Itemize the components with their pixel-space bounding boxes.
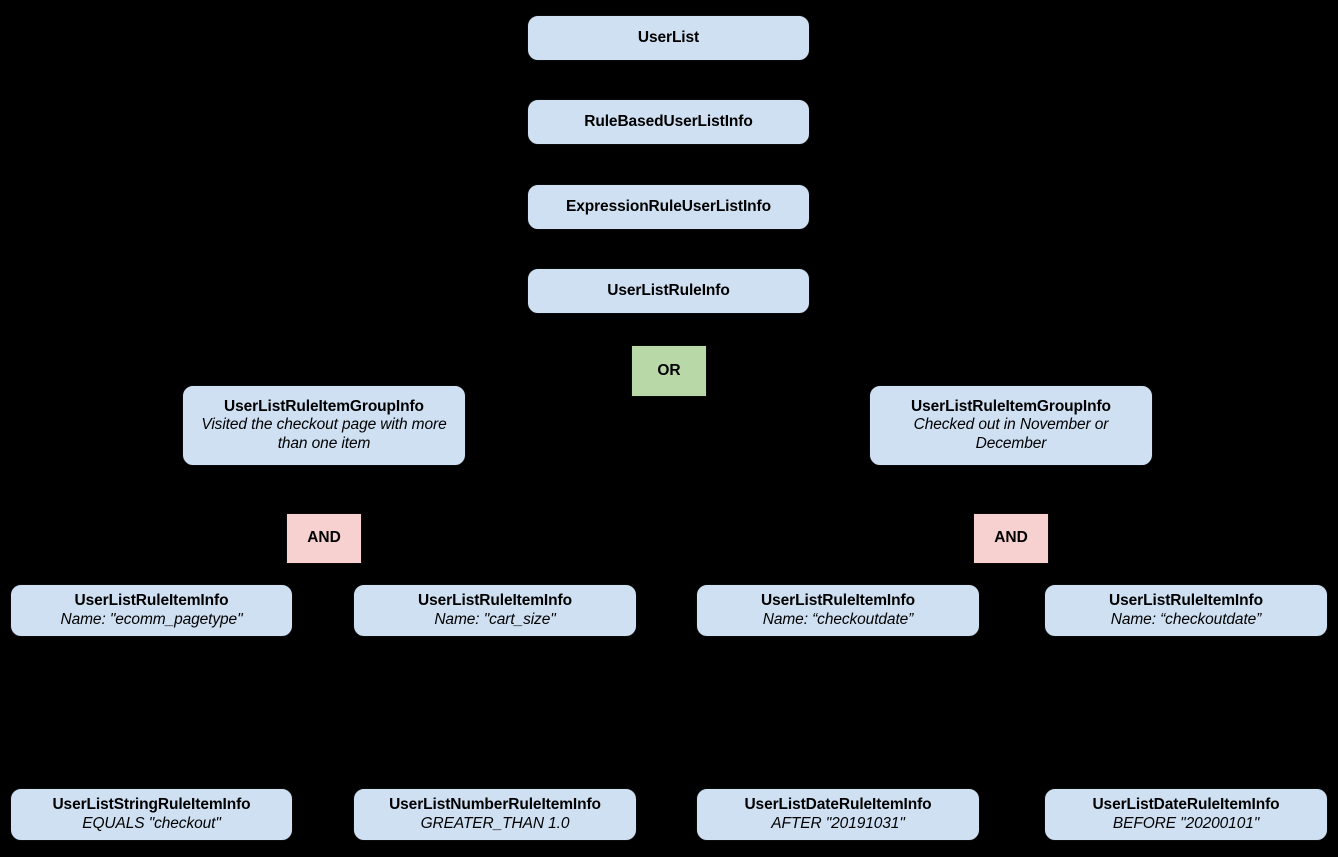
node-title: ExpressionRuleUserListInfo [566, 197, 771, 215]
node-title: RuleBasedUserListInfo [584, 112, 753, 130]
node-title: UserListRuleItemInfo [761, 592, 915, 610]
node-description: Name: "cart_size" [434, 610, 556, 628]
operator-or[interactable]: OR [631, 345, 707, 397]
node-rule-item-3[interactable]: UserListRuleItemInfo Name: “checkoutdate… [696, 584, 980, 637]
node-leaf-number-rule-item[interactable]: UserListNumberRuleItemInfo GREATER_THAN … [353, 788, 637, 841]
node-user-list-rule-info[interactable]: UserListRuleInfo [527, 268, 810, 314]
node-title: UserListDateRuleItemInfo [1092, 796, 1280, 814]
operator-label: OR [657, 361, 681, 379]
node-description: Visited the checkout page with more than… [201, 416, 447, 452]
node-rule-item-2[interactable]: UserListRuleItemInfo Name: "cart_size" [353, 584, 637, 637]
node-title: UserList [637, 28, 700, 46]
operator-label: AND [307, 529, 341, 547]
node-title: UserListRuleItemGroupInfo [224, 398, 424, 416]
node-description: BEFORE "20200101" [1112, 814, 1260, 832]
operator-label: AND [994, 529, 1028, 547]
node-leaf-date-rule-item-after[interactable]: UserListDateRuleItemInfo AFTER "20191031… [696, 788, 980, 841]
node-user-list[interactable]: UserList [527, 15, 810, 61]
node-leaf-string-rule-item[interactable]: UserListStringRuleItemInfo EQUALS "check… [10, 788, 293, 841]
node-rule-item-group-left[interactable]: UserListRuleItemGroupInfo Visited the ch… [182, 385, 466, 466]
node-description: Name: "ecomm_pagetype" [60, 610, 243, 628]
operator-and-left[interactable]: AND [286, 513, 362, 564]
node-description: EQUALS "checkout" [82, 814, 221, 832]
node-title: UserListRuleItemGroupInfo [911, 398, 1111, 416]
node-rule-item-group-right[interactable]: UserListRuleItemGroupInfo Checked out in… [869, 385, 1153, 466]
node-description: Name: “checkoutdate” [762, 610, 914, 628]
node-rule-item-4[interactable]: UserListRuleItemInfo Name: “checkoutdate… [1044, 584, 1328, 637]
node-rule-item-1[interactable]: UserListRuleItemInfo Name: "ecomm_pagety… [10, 584, 293, 637]
node-title: UserListRuleItemInfo [1109, 592, 1263, 610]
node-title: UserListDateRuleItemInfo [744, 796, 932, 814]
node-description: GREATER_THAN 1.0 [420, 814, 570, 832]
node-description: Name: “checkoutdate” [1110, 610, 1262, 628]
node-description: AFTER "20191031" [771, 814, 905, 832]
node-description: Checked out in November or December [913, 416, 1109, 452]
node-leaf-date-rule-item-before[interactable]: UserListDateRuleItemInfo BEFORE "2020010… [1044, 788, 1328, 841]
node-title: UserListRuleItemInfo [74, 592, 229, 610]
node-expression-rule-user-list-info[interactable]: ExpressionRuleUserListInfo [527, 184, 810, 230]
node-title: UserListRuleInfo [607, 281, 730, 299]
node-title: UserListStringRuleItemInfo [52, 796, 251, 814]
node-title: UserListRuleItemInfo [418, 592, 572, 610]
node-rule-based-user-list-info[interactable]: RuleBasedUserListInfo [527, 99, 810, 145]
node-title: UserListNumberRuleItemInfo [389, 796, 601, 814]
operator-and-right[interactable]: AND [973, 513, 1049, 564]
